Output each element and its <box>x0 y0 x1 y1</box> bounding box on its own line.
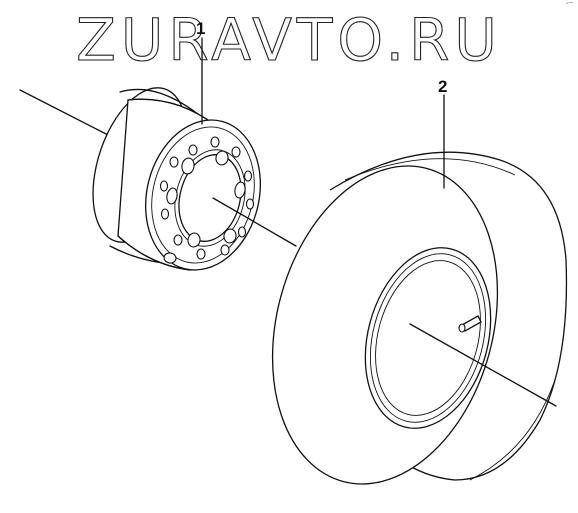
wheel-rim-icon[interactable] <box>75 76 275 282</box>
axle-line-right <box>409 323 557 407</box>
watermark-text: ZURAVTO.RU <box>76 6 502 74</box>
axle-line-left <box>19 89 111 137</box>
axle-line-middle <box>212 197 297 247</box>
rim-stud-holes <box>159 136 255 260</box>
callout-number-2[interactable]: 2 <box>438 77 447 96</box>
callout-number-1[interactable]: 1 <box>196 19 205 38</box>
rim-vent-holes <box>163 150 246 264</box>
corner-mark: ´¯ <box>566 2 574 11</box>
tire-bead <box>364 247 492 429</box>
tire-icon[interactable] <box>239 141 568 510</box>
